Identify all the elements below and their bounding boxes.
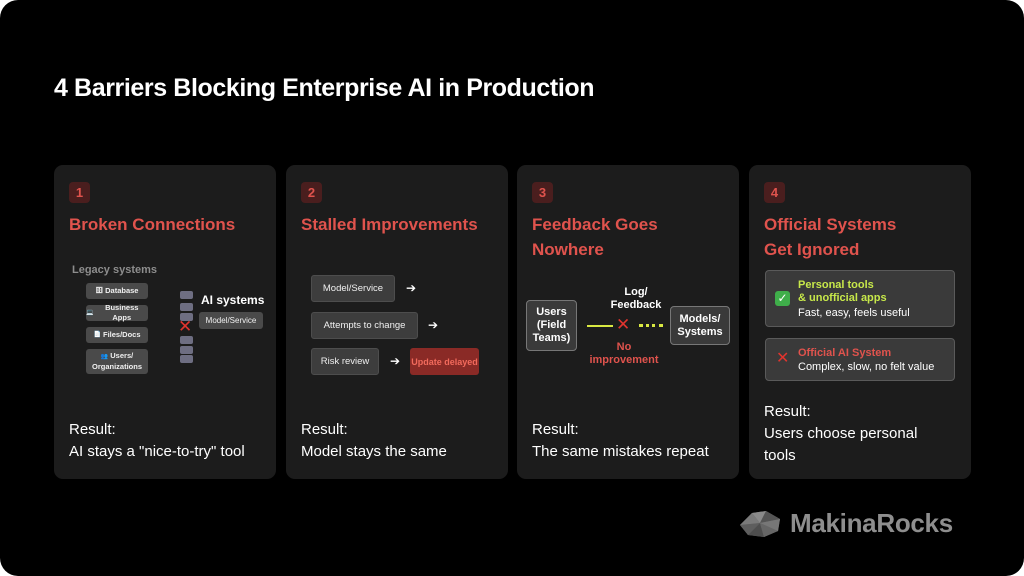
arrow-right-icon: ➔ <box>390 354 401 368</box>
update-delayed-box: Update delayed <box>410 348 479 375</box>
legacy-systems-label: Legacy systems <box>72 264 157 276</box>
card-title-line: Get Ignored <box>764 240 860 259</box>
result-text: AI stays a "nice-to-try" tool <box>69 443 245 460</box>
arrow-right-icon: ➔ <box>428 318 439 332</box>
card-result: Result: AI stays a "nice-to-try" tool <box>69 419 269 463</box>
result-label: Result: <box>764 403 811 420</box>
result-text: Users choose personal <box>764 425 918 442</box>
users-field-teams-node: Users (Field Teams) <box>526 300 577 351</box>
document-icon: 📄 <box>93 332 101 338</box>
blocked-x-icon: ✕ <box>616 315 631 334</box>
step-risk-review: Risk review <box>311 348 379 375</box>
logo-wordmark: MakinaRocks <box>790 508 953 538</box>
card-number: 2 <box>301 182 322 203</box>
connector-block <box>180 355 193 363</box>
official-ai-title: Official AI System <box>798 347 892 359</box>
legacy-item-label: Users/ <box>110 351 134 360</box>
card-feedback-goes-nowhere: 3 Feedback Goes Nowhere Users (Field Tea… <box>517 165 739 479</box>
makinarocks-logo-icon <box>740 510 780 537</box>
card-title-line: Feedback Goes <box>532 215 658 234</box>
result-text: Model stays the same <box>301 443 447 460</box>
connector-block <box>180 313 193 321</box>
result-label: Result: <box>301 421 348 438</box>
card-broken-connections: 1 Broken Connections Legacy systems 🗄 Da… <box>54 165 276 479</box>
personal-title-line: & unofficial apps <box>798 292 887 304</box>
laptop-icon: 💻 <box>86 310 94 316</box>
official-ai-desc: Complex, slow, no felt value <box>798 361 935 373</box>
legacy-item-business-apps: 💻 Business Apps <box>86 303 148 322</box>
personal-tools-desc: Fast, easy, feels useful <box>798 307 910 319</box>
card-title-line: Official Systems <box>764 215 897 234</box>
log-feedback-label: Log/ Feedback <box>605 286 667 312</box>
legacy-item-users-organizations: 👥Users/ Organizations <box>86 349 148 374</box>
result-label: Result: <box>69 421 116 438</box>
step-model-service: Model/Service <box>311 275 395 302</box>
node-line: Users <box>536 306 567 318</box>
card-result: Result: Model stays the same <box>301 419 501 463</box>
cross-icon: ✕ <box>776 350 790 367</box>
feedback-line <box>587 325 613 327</box>
connector-block <box>180 336 193 344</box>
personal-tools-box: ✓ Personal tools & unofficial apps Fast,… <box>765 270 955 327</box>
slide-title: 4 Barriers Blocking Enterprise AI in Pro… <box>54 74 595 102</box>
card-title: Feedback Goes Nowhere <box>532 212 732 262</box>
users-icon: 👥 <box>100 354 109 360</box>
personal-title-line: Personal tools <box>798 279 874 291</box>
result-label: Result: <box>532 421 579 438</box>
broken-connection-x-icon: ✕ <box>178 317 193 336</box>
card-title-line: Broken Connections <box>69 215 236 234</box>
legacy-item-files-docs: 📄 Files/Docs <box>86 327 148 343</box>
card-title-line: Nowhere <box>532 240 604 259</box>
card-title-line: Stalled Improvements <box>301 215 478 234</box>
feedback-dotted-line <box>639 324 663 327</box>
result-text: tools <box>764 447 796 464</box>
check-icon: ✓ <box>775 291 790 306</box>
card-title: Official Systems Get Ignored <box>764 212 964 262</box>
log-line: Feedback <box>610 299 662 311</box>
no-improvement-label: No improvement <box>587 341 661 367</box>
card-title: Broken Connections <box>69 212 269 237</box>
ai-systems-label: AI systems <box>201 293 265 307</box>
ai-model-service-box: Model/Service <box>199 312 263 329</box>
node-line: Systems <box>677 325 723 338</box>
card-result: Result: The same mistakes repeat <box>532 419 732 463</box>
connector-block <box>180 303 193 311</box>
card-official-systems-ignored: 4 Official Systems Get Ignored ✓ Persona… <box>749 165 971 479</box>
node-line: (Field <box>536 319 567 331</box>
no-improvement-line: No <box>616 341 632 353</box>
official-ai-system-box: ✕ Official AI System Complex, slow, no f… <box>765 338 955 381</box>
card-result: Result: Users choose personal tools <box>764 401 964 467</box>
node-line: Models/ <box>679 312 721 325</box>
node-line: Teams) <box>532 332 571 344</box>
legacy-item-label: Business Apps <box>105 303 139 322</box>
models-systems-node: Models/ Systems <box>670 306 730 345</box>
connector-block <box>180 291 193 299</box>
legacy-item-database: 🗄 Database <box>86 283 148 299</box>
legacy-item-label: Database <box>105 286 139 295</box>
legacy-item-label-line2: Organizations <box>91 362 142 371</box>
arrow-right-icon: ➔ <box>406 281 417 295</box>
no-improvement-line: improvement <box>589 354 659 366</box>
result-text: The same mistakes repeat <box>532 443 709 460</box>
personal-tools-title: Personal tools & unofficial apps <box>798 279 887 305</box>
connector-block <box>180 346 193 354</box>
card-number: 1 <box>69 182 90 203</box>
card-number: 4 <box>764 182 785 203</box>
step-attempts-to-change: Attempts to change <box>311 312 418 339</box>
database-icon: 🗄 <box>95 288 104 294</box>
card-number: 3 <box>532 182 553 203</box>
card-stalled-improvements: 2 Stalled Improvements Model/Service ➔ A… <box>286 165 508 479</box>
card-title: Stalled Improvements <box>301 212 501 237</box>
legacy-item-label: Files/Docs <box>102 330 141 339</box>
company-logo: MakinaRocks <box>738 508 953 539</box>
log-line: Log/ <box>624 286 648 298</box>
